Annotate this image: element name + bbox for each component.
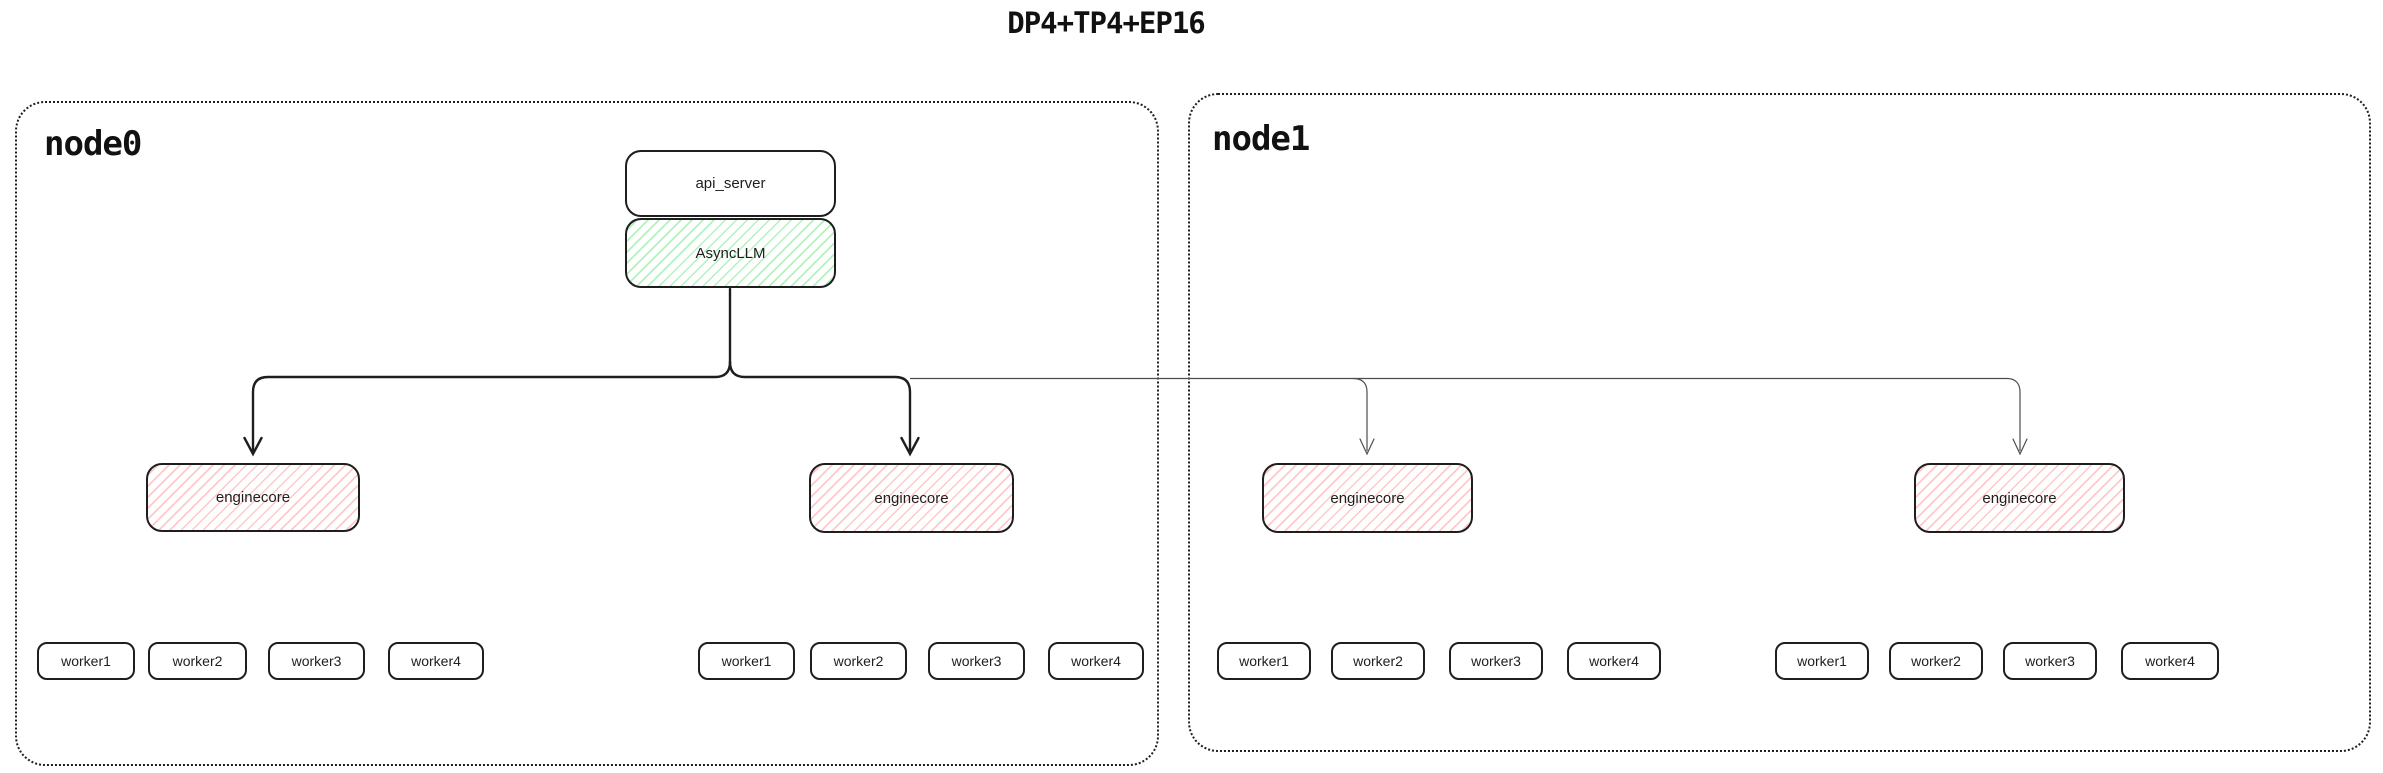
- worker-label: worker3: [2025, 653, 2075, 669]
- diagram-title: DP4+TP4+EP16: [1007, 6, 1206, 40]
- worker-label: worker4: [411, 653, 461, 669]
- enginecore-label: enginecore: [1982, 489, 2057, 507]
- worker-box: worker2: [1331, 642, 1425, 680]
- worker-box: worker1: [698, 642, 795, 680]
- worker-box: worker1: [37, 642, 135, 680]
- worker-label: worker2: [833, 653, 884, 669]
- enginecore-label: enginecore: [215, 489, 291, 506]
- worker-label: worker1: [61, 653, 111, 669]
- worker-box: worker4: [388, 642, 484, 680]
- asyncllm-box: AsyncLLM: [625, 218, 836, 288]
- worker-label: worker4: [1071, 653, 1121, 669]
- worker-label: worker2: [1911, 653, 1961, 669]
- worker-label: worker4: [1589, 653, 1639, 669]
- worker-box: worker4: [1048, 642, 1144, 680]
- enginecore-box-2: enginecore: [809, 463, 1014, 533]
- node1-label: node1: [1212, 119, 1310, 159]
- worker-box: worker3: [2003, 642, 2097, 680]
- worker-label: worker4: [2145, 653, 2195, 669]
- worker-label: worker3: [291, 653, 342, 669]
- worker-box: worker1: [1217, 642, 1311, 680]
- worker-label: worker2: [1353, 653, 1403, 669]
- node0-label: node0: [44, 124, 142, 164]
- worker-label: worker3: [951, 653, 1002, 669]
- worker-box: worker1: [1775, 642, 1869, 680]
- worker-box: worker2: [810, 642, 907, 680]
- worker-label: worker2: [172, 653, 223, 669]
- worker-box: worker2: [1889, 642, 1983, 680]
- enginecore-label: enginecore: [1330, 489, 1405, 507]
- enginecore-box-1: enginecore: [146, 463, 360, 532]
- enginecore-label: enginecore: [874, 489, 949, 507]
- node1-container: [1188, 93, 2371, 752]
- worker-box: worker3: [928, 642, 1025, 680]
- worker-label: worker1: [1797, 653, 1847, 669]
- worker-label: worker1: [721, 653, 772, 669]
- worker-box: worker4: [1567, 642, 1661, 680]
- worker-box: worker2: [148, 642, 247, 680]
- node0-container: [15, 101, 1159, 766]
- api-server-box: api_server: [625, 150, 836, 217]
- api-server-label: api_server: [695, 175, 766, 192]
- enginecore-box-3: enginecore: [1262, 463, 1473, 533]
- worker-box: worker3: [268, 642, 365, 680]
- worker-label: worker3: [1471, 653, 1521, 669]
- asyncllm-label: AsyncLLM: [695, 244, 766, 262]
- worker-box: worker3: [1449, 642, 1543, 680]
- enginecore-box-4: enginecore: [1914, 463, 2125, 533]
- worker-box: worker4: [2121, 642, 2219, 680]
- worker-label: worker1: [1239, 653, 1289, 669]
